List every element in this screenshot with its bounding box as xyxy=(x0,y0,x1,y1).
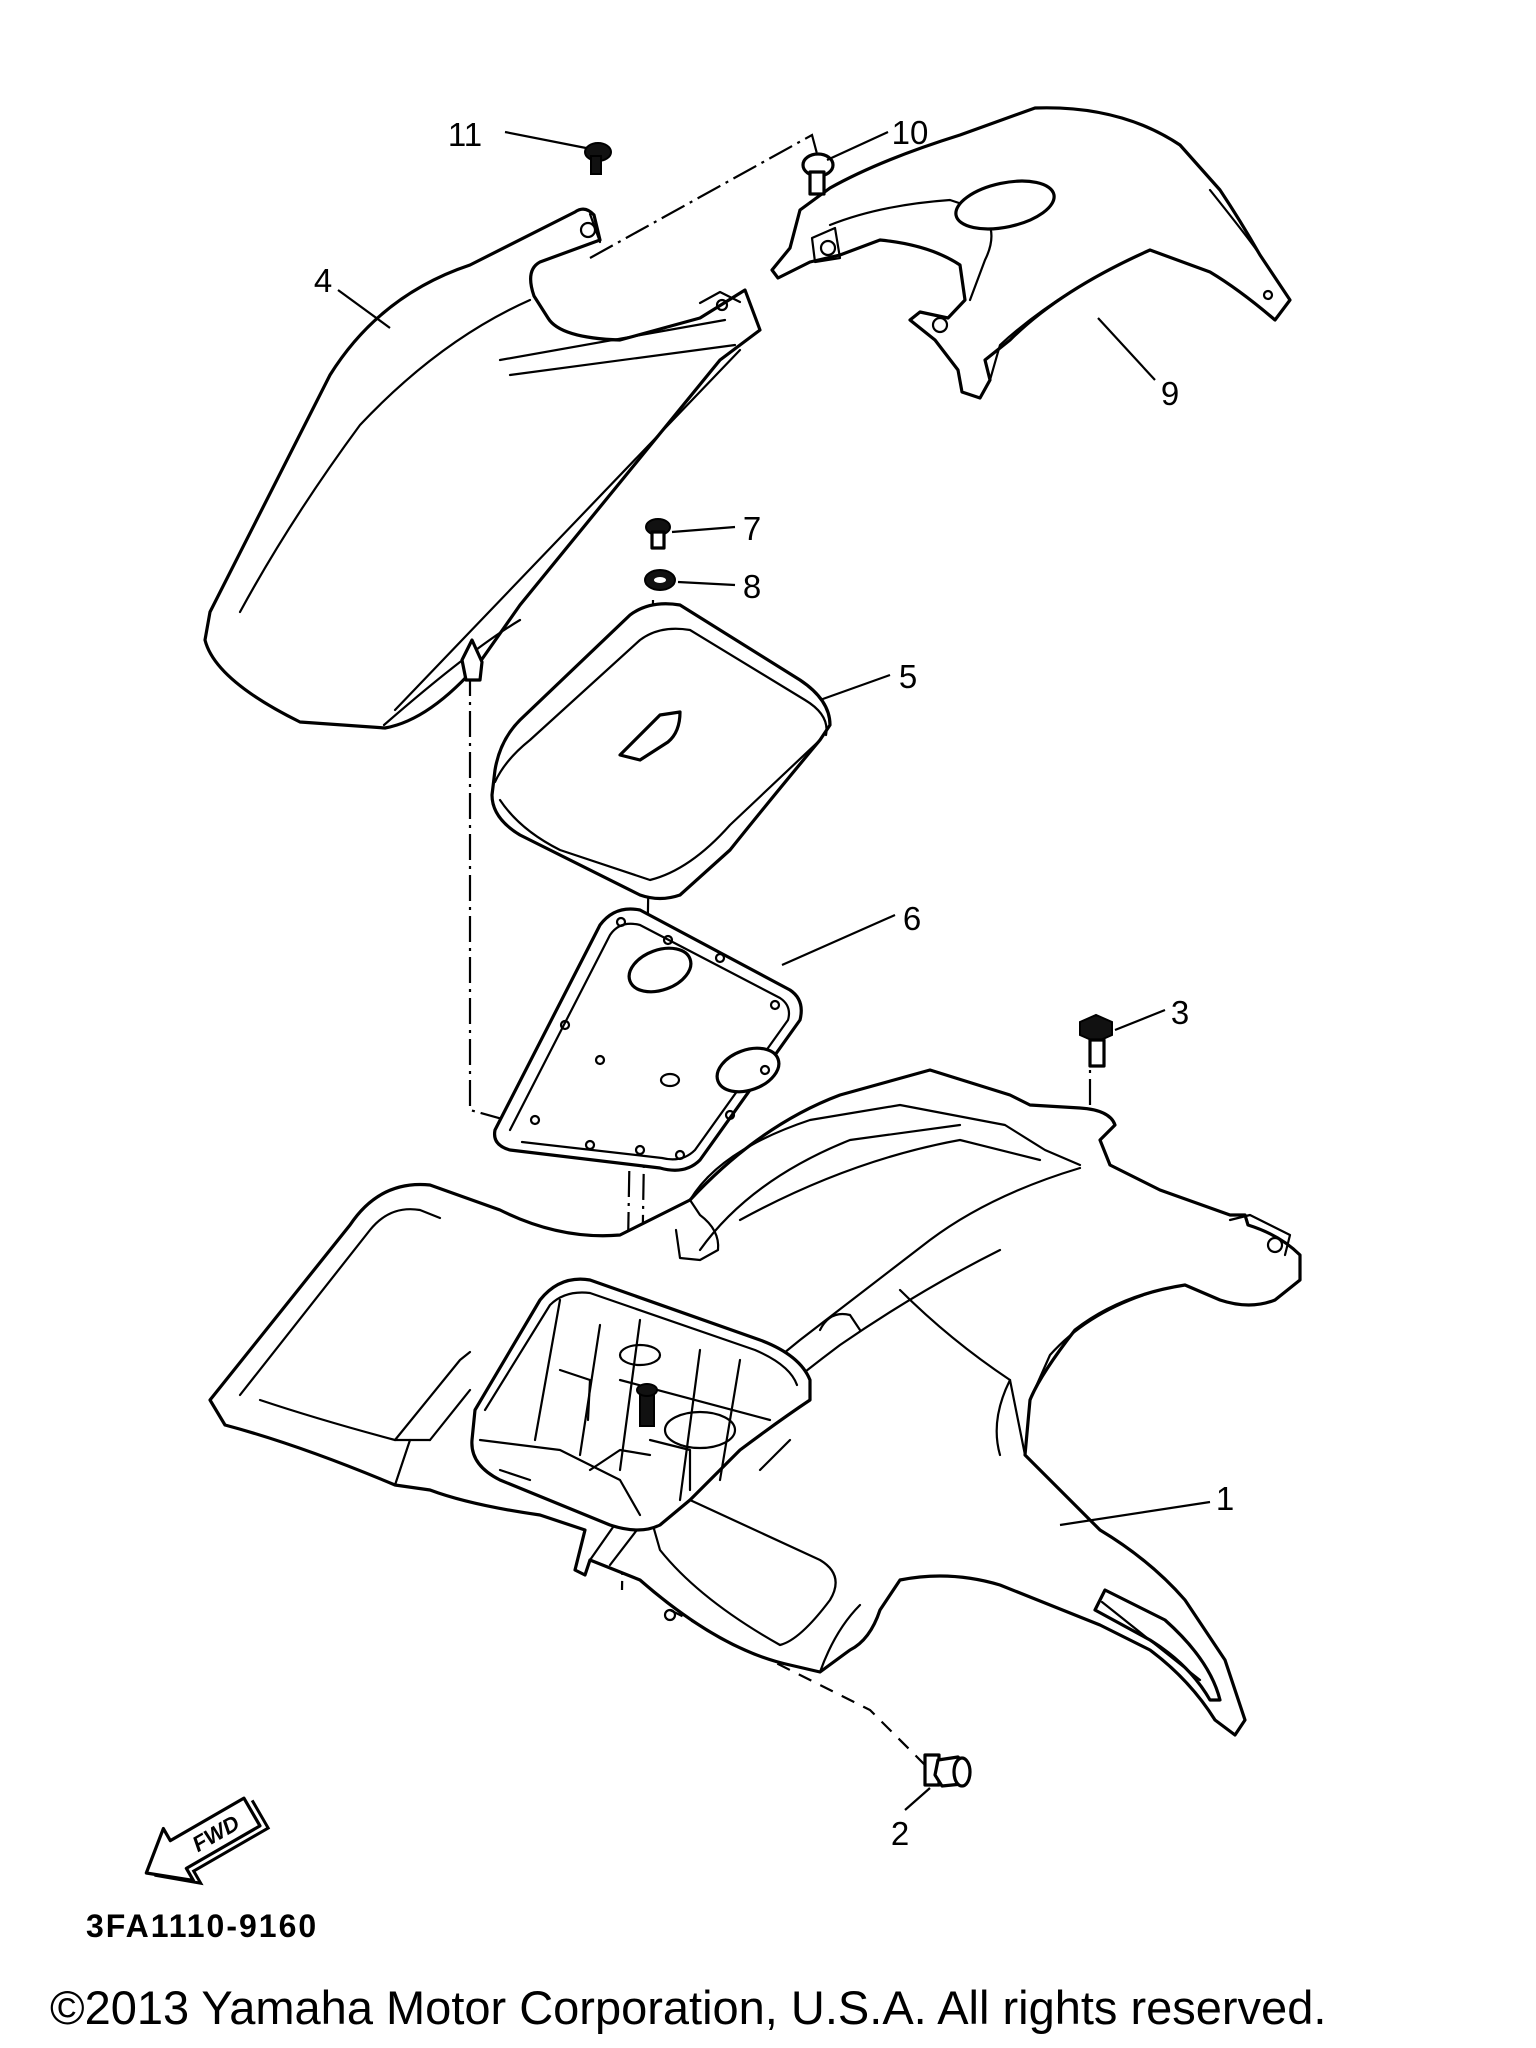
callout-6: 6 xyxy=(903,900,921,937)
callout-11: 11 xyxy=(448,116,482,153)
part-7-screw xyxy=(645,518,671,550)
callout-7: 7 xyxy=(743,510,761,547)
callout-labels: 11 10 4 9 7 8 5 6 3 1 2 xyxy=(314,114,1234,1852)
callout-1: 1 xyxy=(1216,1480,1234,1517)
part-1-storage-tray xyxy=(470,1277,812,1532)
callout-3: 3 xyxy=(1171,994,1189,1031)
part-5-cover xyxy=(490,602,832,901)
part-8-washer xyxy=(644,569,676,591)
part-3-bolt xyxy=(1079,1013,1113,1068)
fwd-arrow-icon: FWD xyxy=(144,1796,271,1886)
leader-lines xyxy=(337,130,1211,1811)
part-2-bolt xyxy=(923,1753,972,1788)
diagram-reference-code: 3FA1110-9160 xyxy=(86,1908,319,1944)
callout-9: 9 xyxy=(1161,375,1179,412)
callout-4: 4 xyxy=(314,262,332,299)
part-4-front-fender xyxy=(203,207,762,730)
part-11-bolt xyxy=(584,142,612,175)
part-6-gasket-plate xyxy=(492,907,803,1172)
callout-8: 8 xyxy=(743,568,761,605)
callout-10: 10 xyxy=(892,114,929,151)
copyright-notice: ©2013 Yamaha Motor Corporation, U.S.A. A… xyxy=(50,1981,1327,2034)
part-9-rear-fender-flap xyxy=(770,106,1292,400)
part-10-bolt xyxy=(801,152,835,196)
callout-5: 5 xyxy=(899,658,917,695)
callout-2: 2 xyxy=(891,1815,909,1852)
